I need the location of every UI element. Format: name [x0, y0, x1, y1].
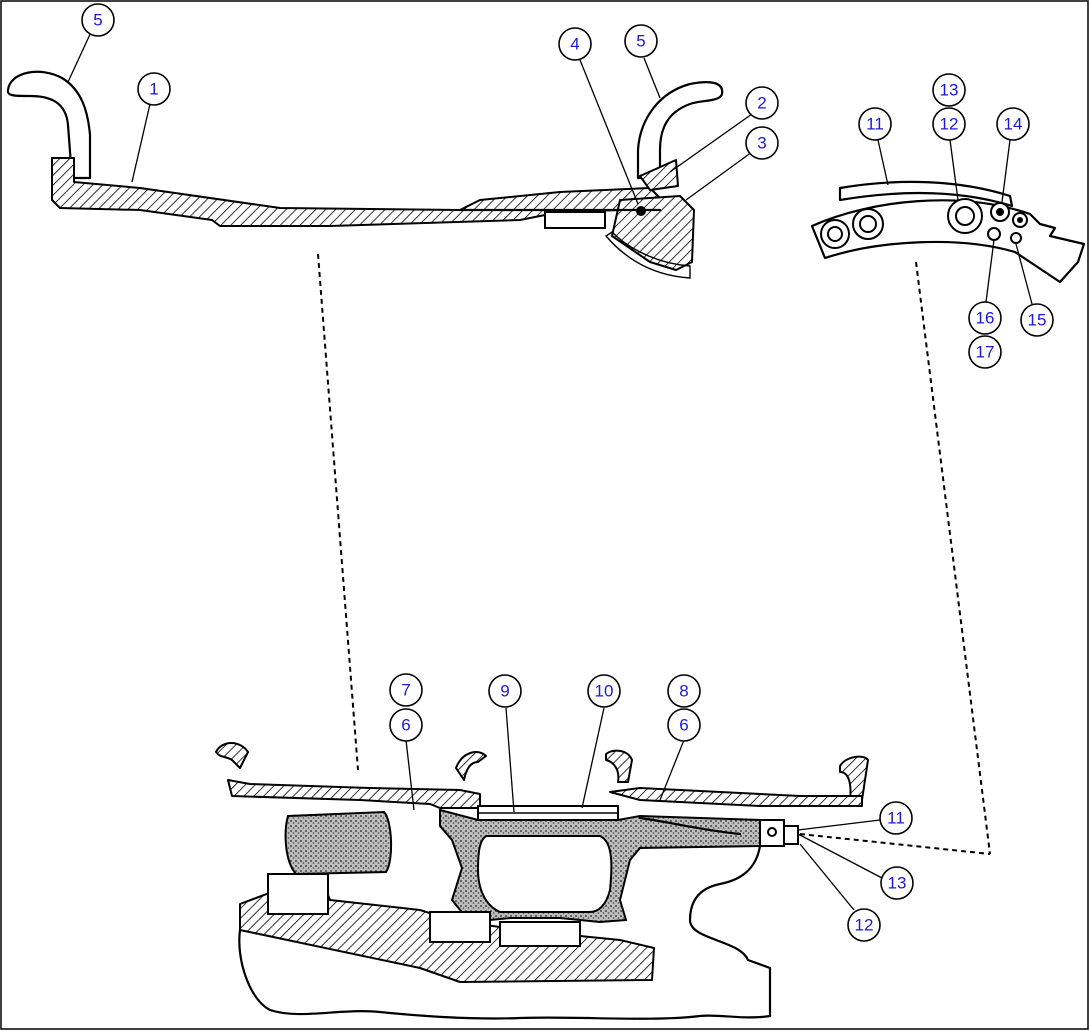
- svg-text:6: 6: [679, 716, 688, 735]
- callout-14: 14: [996, 107, 1030, 141]
- leader-lines: [67, 29, 1033, 911]
- callout-13-top: 13: [932, 73, 966, 107]
- svg-text:11: 11: [887, 809, 905, 828]
- callout-12-bottom: 12: [847, 908, 881, 942]
- svg-text:5: 5: [636, 32, 645, 51]
- svg-text:11: 11: [866, 115, 884, 134]
- svg-text:6: 6: [401, 716, 410, 735]
- callout-13-bottom: 13: [880, 866, 914, 900]
- svg-text:14: 14: [1004, 115, 1023, 134]
- svg-text:15: 15: [1028, 311, 1047, 330]
- callout-17: 17: [968, 335, 1002, 369]
- callout-1: 1: [137, 72, 171, 106]
- callout-6-right: 6: [667, 708, 701, 742]
- svg-text:5: 5: [93, 11, 102, 30]
- svg-text:13: 13: [940, 81, 959, 100]
- callout-11-bottom: 11: [879, 801, 913, 835]
- callout-5-left: 5: [81, 3, 115, 37]
- svg-text:12: 12: [940, 115, 959, 134]
- svg-text:4: 4: [570, 35, 579, 54]
- callout-3: 3: [745, 126, 779, 160]
- svg-text:2: 2: [757, 94, 766, 113]
- svg-text:3: 3: [757, 134, 766, 153]
- projection-line-right: [915, 261, 991, 855]
- svg-text:10: 10: [595, 682, 614, 701]
- callout-11-top: 11: [858, 107, 892, 141]
- bolt-ring-detail: [810, 180, 1086, 284]
- callout-6-left: 6: [389, 708, 423, 742]
- svg-text:9: 9: [500, 682, 509, 701]
- projection-line-right-lower: [799, 833, 991, 855]
- callout-15: 15: [1020, 303, 1054, 337]
- svg-text:12: 12: [855, 916, 874, 935]
- callout-8: 8: [667, 674, 701, 708]
- svg-text:13: 13: [888, 874, 907, 893]
- rim-section-top: [6, 70, 724, 279]
- svg-text:1: 1: [149, 80, 158, 99]
- svg-text:16: 16: [976, 309, 995, 328]
- callout-2: 2: [745, 86, 779, 120]
- svg-text:17: 17: [976, 343, 995, 362]
- projection-line-left: [317, 253, 359, 771]
- callout-10: 10: [587, 674, 621, 708]
- callout-12-top: 12: [932, 107, 966, 141]
- svg-text:8: 8: [679, 682, 688, 701]
- callout-4: 4: [558, 27, 592, 61]
- callout-16: 16: [968, 301, 1002, 335]
- callout-7: 7: [389, 673, 423, 707]
- callout-5-right: 5: [624, 24, 658, 58]
- callout-9: 9: [488, 674, 522, 708]
- hub-assembly-section: [215, 742, 869, 1020]
- svg-text:7: 7: [401, 681, 410, 700]
- callouts: 5 1 4 5 2 3 11 13 12 14 16 15 17 7 6 9 1…: [81, 3, 1054, 942]
